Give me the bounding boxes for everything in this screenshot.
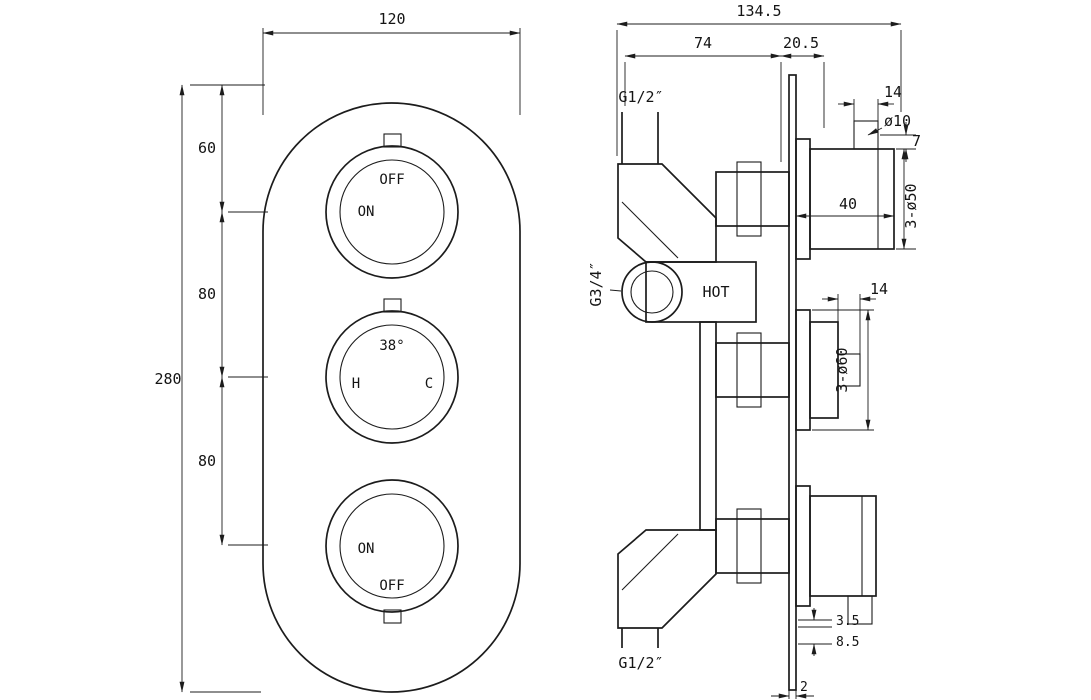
front-seg3-value: 80 [198, 452, 216, 470]
front-seg1-value: 60 [198, 139, 216, 157]
front-view: OFF ON 38° H C ON OFF 120 [154, 10, 521, 693]
front-height-dimension: 280 [154, 84, 265, 693]
body-column [699, 321, 717, 531]
middle-cartridge-stem [837, 353, 861, 387]
top-knob-inner [339, 159, 445, 265]
side-20-5-value: 20.5 [783, 34, 819, 52]
side-port-inner [630, 270, 674, 314]
middle-cartridge-housing [715, 342, 790, 398]
front-width-dimension: 120 [262, 10, 521, 115]
bottom-knob-off-label: OFF [379, 578, 404, 594]
top-handle [809, 148, 895, 250]
bottom-cartridge-nut [736, 508, 762, 584]
middle-knob-hot-label: H [352, 376, 360, 392]
dim-3d60-value: 3-ø60 [833, 347, 851, 392]
bottom-station [795, 485, 877, 625]
side-74-value: 74 [694, 34, 712, 52]
middle-knob-outer [325, 310, 459, 444]
side-port-thread-label: G3/4″ [587, 261, 605, 306]
middle-14-value: 14 [870, 280, 888, 298]
d10-value: ø10 [884, 112, 911, 130]
top-stub-dimension: 14 [838, 83, 902, 121]
middle-knob-inner [339, 324, 445, 430]
bottom-outlet-port: G1/2″ [618, 628, 664, 672]
dim-40: 40 [795, 195, 895, 219]
dim-3d50: 3-ø50 [896, 148, 920, 250]
top-cartridge-nut [736, 161, 762, 237]
bottom-offset-dimensions: 3.5 8.5 [798, 608, 859, 656]
bottom-elbow-body [617, 529, 717, 629]
top-knob-outer [325, 145, 459, 279]
top-inlet-port: G1/2″ [618, 88, 664, 164]
top-knob: OFF ON [325, 133, 459, 279]
dim-40-value: 40 [839, 195, 857, 213]
mounting-plate [788, 74, 797, 691]
side-view: G1/2″ HOT G3/4″ G1/2″ [587, 2, 921, 699]
bottom-knob-index-tab [383, 609, 402, 624]
top-elbow-body [617, 163, 717, 263]
bottom-knob-outer [325, 479, 459, 613]
bottom-outlet-thread-label: G1/2″ [618, 654, 663, 672]
d10-leader: ø10 [867, 112, 911, 136]
middle-knob-cold-label: C [425, 376, 433, 392]
middle-knob-index-tab [383, 298, 402, 313]
front-spacing-dimensions: 60 80 80 [198, 84, 268, 546]
bottom-knob: ON OFF [325, 479, 459, 624]
top-knob-index-tab [383, 133, 402, 148]
middle-cartridge-nut [736, 332, 762, 408]
middle-knob-temp-label: 38° [379, 338, 404, 354]
dim-3-5-value: 3.5 [836, 614, 859, 629]
top-knob-off-label: OFF [379, 172, 404, 188]
middle-escutcheon [795, 309, 811, 431]
dim-8-5-value: 8.5 [836, 635, 859, 650]
hot-chamber-body [645, 261, 757, 323]
side-overall-dimension: 134.5 [616, 2, 902, 156]
dim-3d60: 3-ø60 [812, 309, 874, 431]
side-sub-dimensions: 74 20.5 [624, 34, 825, 162]
bottom-escutcheon [795, 485, 811, 607]
side-port-outer [621, 261, 683, 323]
faceplate-outline [262, 102, 521, 693]
dim-2-value: 2 [800, 680, 808, 695]
top-station [795, 120, 895, 260]
side-overall-value: 134.5 [736, 2, 781, 20]
bottom-cartridge-housing [715, 518, 790, 574]
top-inlet-thread-label: G1/2″ [618, 88, 663, 106]
middle-stem-dimension: 14 [822, 280, 888, 354]
bottom-knob-on-label: ON [358, 541, 375, 557]
middle-knob: 38° H C [325, 298, 459, 444]
cartridge-connectors [715, 161, 790, 584]
top-handle-stub [853, 120, 879, 150]
top-knob-on-label: ON [358, 204, 375, 220]
bottom-handle-stub [847, 595, 873, 625]
top-14-value: 14 [884, 83, 902, 101]
hot-label: HOT [702, 283, 729, 301]
plate-thickness-dimension: 2 [771, 680, 814, 699]
top-escutcheon [795, 138, 811, 260]
dim-7-value: 7 [912, 132, 921, 150]
dim-3d50-value: 3-ø50 [902, 183, 920, 228]
hot-chamber: HOT G3/4″ [587, 261, 757, 323]
front-height-value: 280 [154, 370, 181, 388]
front-seg2-value: 80 [198, 285, 216, 303]
middle-station [795, 309, 861, 431]
top-cartridge-housing [715, 171, 790, 227]
front-width-value: 120 [378, 10, 405, 28]
bottom-handle [809, 495, 877, 597]
bottom-knob-inner [339, 493, 445, 599]
